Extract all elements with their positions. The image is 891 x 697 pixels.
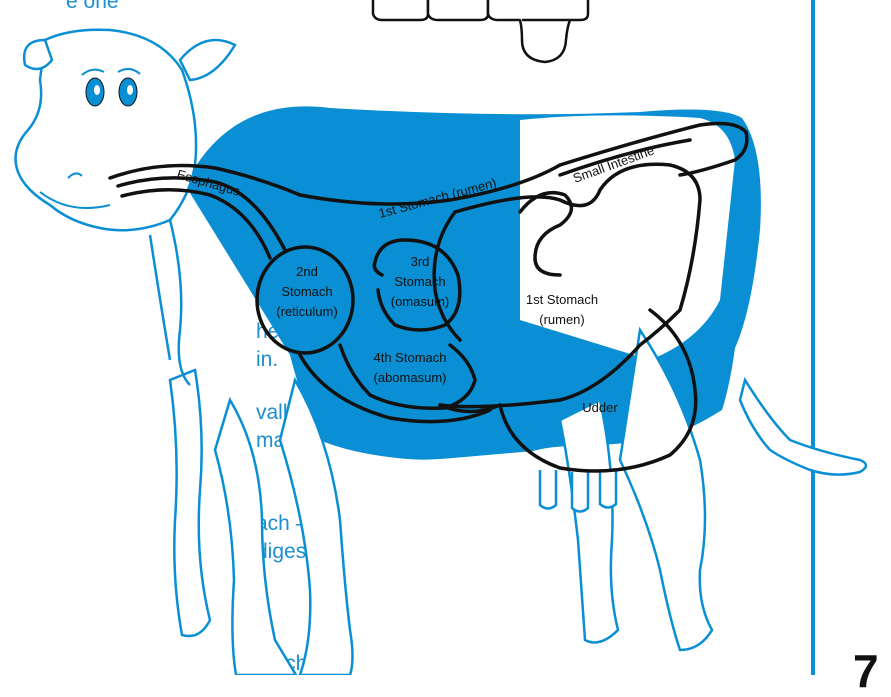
- label-omasum-1: 3rd: [411, 254, 430, 269]
- page: e one hes up a in. vallows it, masum. ac…: [0, 0, 891, 675]
- label-udder: Udder: [582, 400, 618, 415]
- label-abomasum-2: (abomasum): [374, 370, 447, 385]
- cup-outline-icon: [373, 0, 588, 62]
- label-abomasum-1: 4th Stomach: [374, 350, 447, 365]
- label-rumen-2: (rumen): [539, 312, 585, 327]
- label-reticulum-2: Stomach: [281, 284, 332, 299]
- page-number: 7: [853, 648, 879, 694]
- label-omasum-2: Stomach: [394, 274, 445, 289]
- label-reticulum-1: 2nd: [296, 264, 318, 279]
- cow-stomach-diagram: Esophagus 1st Stomach (rumen) Small Inte…: [0, 0, 891, 675]
- label-rumen-1: 1st Stomach: [526, 292, 598, 307]
- label-omasum-3: (omasum): [391, 294, 450, 309]
- label-reticulum-3: (reticulum): [276, 304, 337, 319]
- divider-line: [811, 0, 815, 675]
